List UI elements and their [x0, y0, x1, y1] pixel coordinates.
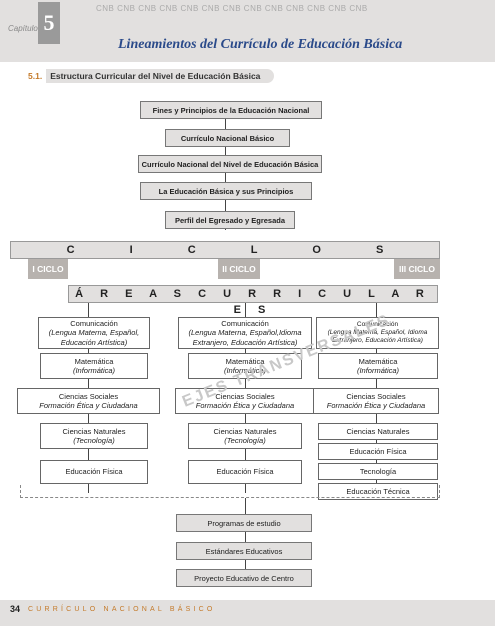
col2-fisica-label: Educación Física	[216, 467, 274, 477]
col3-ciencias-sociales: Ciencias Sociales Formación Ética y Ciud…	[313, 388, 439, 414]
section-number: 5.1.	[28, 71, 43, 81]
section-title: Estructura Curricular del Nivel de Educa…	[46, 69, 275, 83]
tag-iii-ciclo: III CICLO	[394, 259, 440, 279]
connector-bottom-chain	[245, 498, 246, 578]
col3-educacion-fisica: Educación Física	[318, 443, 438, 460]
tag-i-ciclo: I CICLO	[28, 259, 68, 279]
col1-sociales-title: Ciencias Sociales	[58, 391, 119, 401]
box-fines-principios: Fines y Principios de la Educación Nacio…	[140, 101, 322, 119]
col1-naturales-title: Ciencias Naturales	[62, 426, 126, 436]
col2-sociales-sub: Formación Ética y Ciudadana	[195, 401, 295, 410]
col3-tecnologia-label: Tecnología	[359, 466, 397, 476]
col3-ciencias-naturales: Ciencias Naturales	[318, 423, 438, 440]
col3-tecnica-label: Educación Técnica	[346, 486, 410, 496]
box-estandares-educativos: Estándares Educativos	[176, 542, 312, 560]
areas-curriculares-band: Á R E A S C U R R I C U L A R E S	[68, 285, 438, 316]
col1-naturales-sub: (Tecnología)	[73, 436, 115, 445]
col2-naturales-title: Ciencias Naturales	[213, 426, 277, 436]
col2-naturales-sub: (Tecnología)	[224, 436, 266, 445]
col3-matematica-sub: (Informática)	[356, 366, 400, 375]
dashed-bracket	[20, 485, 440, 498]
col2-ciencias-sociales: Ciencias Sociales Formación Ética y Ciud…	[175, 388, 315, 414]
col3-tecnologia: Tecnología	[318, 463, 438, 480]
col2-comunicacion: Comunicación (Lengua Materna, Español,Id…	[178, 317, 312, 349]
col3-sociales-title: Ciencias Sociales	[346, 391, 406, 401]
col3-comunicacion: Comunicación (Lengua Materna, Español, I…	[316, 317, 439, 349]
box-proyecto-educativo: Proyecto Educativo de Centro	[176, 569, 312, 587]
col2-ciencias-naturales: Ciencias Naturales (Tecnología)	[188, 423, 302, 449]
col3-sociales-sub: Formación Ética y Ciudadana	[326, 401, 426, 410]
box-perfil-egresado: Perfil del Egresado y Egresada	[165, 211, 295, 229]
col2-educacion-fisica: Educación Física	[188, 460, 302, 484]
col1-comunicacion-title: Comunicación	[70, 318, 118, 328]
col3-comunicacion-title: Comunicación	[356, 320, 399, 328]
box-educacion-basica-principios: La Educación Básica y sus Principios	[140, 182, 312, 200]
page-title: Lineamientos del Currículo de Educación …	[118, 37, 403, 52]
col3-educacion-tecnica: Educación Técnica	[318, 483, 438, 500]
ciclos-band: C I C L O S	[10, 241, 440, 259]
col3-fisica-label: Educación Física	[349, 446, 407, 456]
col3-matematica-title: Matemática	[358, 356, 398, 366]
cnb-strip: CNB CNB CNB CNB CNB CNB CNB CNB CNB CNB …	[96, 4, 368, 13]
col2-sociales-title: Ciencias Sociales	[215, 391, 275, 401]
col2-matematica-title: Matemática	[225, 356, 265, 366]
box-programas-estudio: Programas de estudio	[176, 514, 312, 532]
chapter-label: Capítulo	[8, 24, 38, 33]
col3-naturales-label: Ciencias Naturales	[346, 426, 410, 436]
col1-matematica: Matemática (Informática)	[40, 353, 148, 379]
chapter-number: 5	[38, 2, 60, 44]
box-curriculo-nivel: Currículo Nacional del Nivel de Educació…	[138, 155, 322, 173]
tag-ii-ciclo: II CICLO	[218, 259, 260, 279]
footer-band	[0, 600, 495, 626]
col2-comunicacion-title: Comunicación	[221, 318, 269, 328]
col1-fisica-label: Educación Física	[65, 467, 123, 477]
page-number: 34	[10, 604, 21, 614]
header-band	[0, 0, 495, 62]
col3-comunicacion-sub: (Lengua Materna, Español, Idioma Extranj…	[327, 328, 428, 345]
col1-comunicacion: Comunicación (Lengua Materna, Español, E…	[38, 317, 150, 349]
col2-matematica-sub: (Informática)	[223, 366, 267, 375]
col1-sociales-sub: Formación Ética y Ciudadana	[39, 401, 138, 410]
col2-matematica: Matemática (Informática)	[188, 353, 302, 379]
col1-ciencias-sociales: Ciencias Sociales Formación Ética y Ciud…	[17, 388, 160, 414]
box-curriculo-nacional: Currículo Nacional Básico	[165, 129, 290, 147]
col2-comunicacion-sub: (Lengua Materna, Español,Idioma Extranje…	[188, 328, 302, 347]
col1-matematica-sub: (Informática)	[72, 366, 116, 375]
col3-matematica: Matemática (Informática)	[318, 353, 438, 379]
col1-educacion-fisica: Educación Física	[40, 460, 148, 484]
col1-matematica-title: Matemática	[74, 356, 114, 366]
col1-ciencias-naturales: Ciencias Naturales (Tecnología)	[40, 423, 148, 449]
footer-text: CURRÍCULO NACIONAL BÁSICO	[28, 606, 216, 613]
col1-comunicacion-sub: (Lengua Materna, Español, Educación Artí…	[48, 328, 140, 347]
section-heading: 5.1. Estructura Curricular del Nivel de …	[28, 68, 275, 84]
